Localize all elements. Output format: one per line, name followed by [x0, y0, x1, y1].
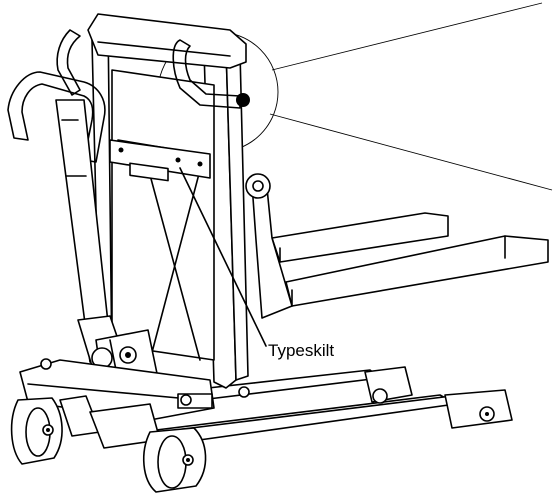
name-plate-bracket — [109, 139, 211, 179]
wheel-left — [10, 397, 63, 465]
fork-arms — [271, 212, 549, 307]
tiller-handle-upper — [56, 29, 250, 109]
mast — [91, 19, 249, 389]
callout-leader — [179, 167, 267, 347]
mast-head — [87, 13, 247, 69]
chassis — [19, 359, 215, 449]
wheel-right — [142, 427, 207, 493]
name-plate-label: Typeskilt — [268, 341, 335, 360]
